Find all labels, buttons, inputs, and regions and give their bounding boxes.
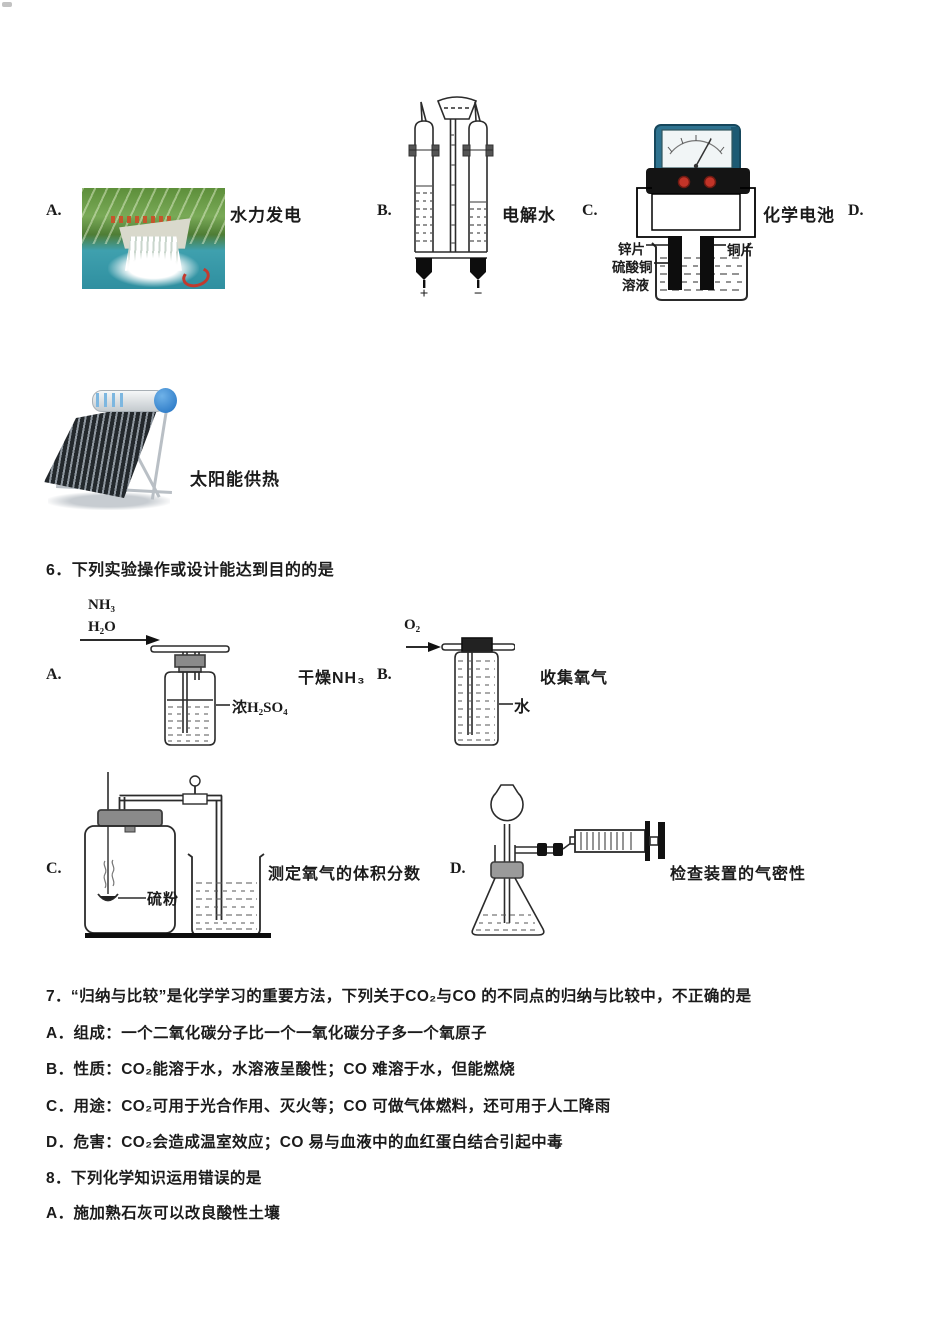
q6-option-d-letter: D.	[450, 860, 466, 877]
q6-stem: 6．下列实验操作或设计能达到目的的是	[46, 562, 335, 579]
scan-artifact	[2, 2, 12, 7]
beaker-cell-icon	[646, 236, 752, 301]
airtightness-apparatus-icon	[471, 784, 665, 936]
q7-option-d: D．危害：CO₂会造成温室效应；CO 易与血液中的血红蛋白结合引起中毒	[46, 1134, 563, 1151]
label-leaders	[646, 244, 726, 264]
q5-option-c-letter: C.	[582, 202, 598, 219]
jar-and-tube	[84, 772, 271, 938]
washing-bottle-glass	[80, 635, 230, 746]
electrolysis-glassware	[408, 96, 494, 259]
electrodes	[416, 258, 486, 288]
gas-collection-bottle-icon	[406, 637, 515, 746]
cuso4-label: 硫酸铜	[612, 260, 653, 275]
q6b-reagent-label: 水	[514, 699, 532, 716]
galvanometer-icon	[646, 124, 750, 194]
acid-dashes	[168, 706, 212, 742]
electrolysis-apparatus-icon: + −	[408, 96, 494, 300]
solar-tank-stripes	[96, 393, 126, 407]
q7-option-c: C．用途：CO₂可用于光合作用、灭火等；CO 可做气体燃料，还可用于人工降雨	[46, 1098, 611, 1115]
solar-heater-photo	[42, 388, 182, 516]
hydro-power-photo	[82, 188, 225, 289]
q8-option-a: A．施加熟石灰可以改良酸性土壤	[46, 1205, 281, 1222]
beaker-water-dashes	[196, 882, 257, 930]
meter-needle	[695, 138, 712, 167]
anode-plus-label: +	[420, 286, 429, 300]
q6a-gas-label-nh3: NH₃	[88, 597, 115, 613]
q6a-reagent-label: 浓H₂SO₄	[232, 700, 288, 716]
hydro-foam	[107, 252, 200, 287]
q6-option-b-caption: 收集氧气	[540, 670, 609, 687]
solar-tank-cap	[154, 388, 177, 413]
q6-option-a-caption: 干燥NH₃	[298, 670, 366, 687]
collection-bottle-glass	[406, 637, 515, 746]
q7-option-a: A．组成：一个二氧化碳分子比一个一氧化碳分子多一个氧原子	[46, 1025, 487, 1042]
q6-option-c-letter: C.	[46, 860, 62, 877]
q6b-gas-label-o2: O₂	[404, 617, 421, 633]
oxygen-fraction-apparatus-icon	[84, 772, 271, 938]
flask-liquid-dashes	[476, 914, 539, 931]
q5-option-a-caption: 水力发电	[230, 206, 302, 225]
cathode-minus-label: −	[474, 286, 483, 300]
zinc-electrode	[668, 236, 682, 290]
copper-electrode	[700, 236, 714, 290]
q8-stem: 8．下列化学知识运用错误的是	[46, 1170, 262, 1187]
q6c-reagent-label: 硫粉	[147, 891, 180, 908]
gas-washing-bottle-icon	[80, 635, 230, 746]
copper-plate-label: 铜片	[727, 243, 754, 258]
q5-option-a-letter: A.	[46, 202, 62, 219]
galvanic-cell-apparatus-icon	[636, 124, 756, 301]
q6-option-a-letter: A.	[46, 666, 62, 683]
q5-option-d-caption: 太阳能供热	[190, 470, 280, 489]
q6-option-b-letter: B.	[377, 666, 392, 683]
water-dashes	[458, 660, 495, 741]
q7-stem: 7．“归纳与比较”是化学学习的重要方法，下列关于CO₂与CO 的不同点的归纳与比…	[46, 988, 752, 1005]
q5-option-c-caption: 化学电池	[763, 206, 835, 225]
q6-option-c-caption: 测定氧气的体积分数	[268, 866, 422, 883]
q6-option-d-caption: 检查装置的气密性	[670, 866, 807, 883]
solar-shadow	[48, 492, 170, 510]
q5-option-b-letter: B.	[377, 202, 392, 219]
meter-stand	[651, 193, 741, 231]
flask-and-syringe	[471, 784, 665, 936]
hydro-dam-gates	[110, 216, 175, 224]
zinc-plate-label: 锌片	[618, 242, 645, 257]
solution-label: 溶液	[622, 278, 649, 293]
liquid-levels	[416, 134, 486, 244]
syringe-ticks	[580, 832, 632, 850]
q6a-gas-label-h2o: H₂O	[88, 619, 116, 635]
q7-option-b: B．性质：CO₂能溶于水，水溶液呈酸性；CO 难溶于水，但能燃烧	[46, 1061, 516, 1078]
q5-option-b-caption: 电解水	[502, 206, 556, 225]
q5-option-d-letter: D.	[848, 202, 864, 219]
